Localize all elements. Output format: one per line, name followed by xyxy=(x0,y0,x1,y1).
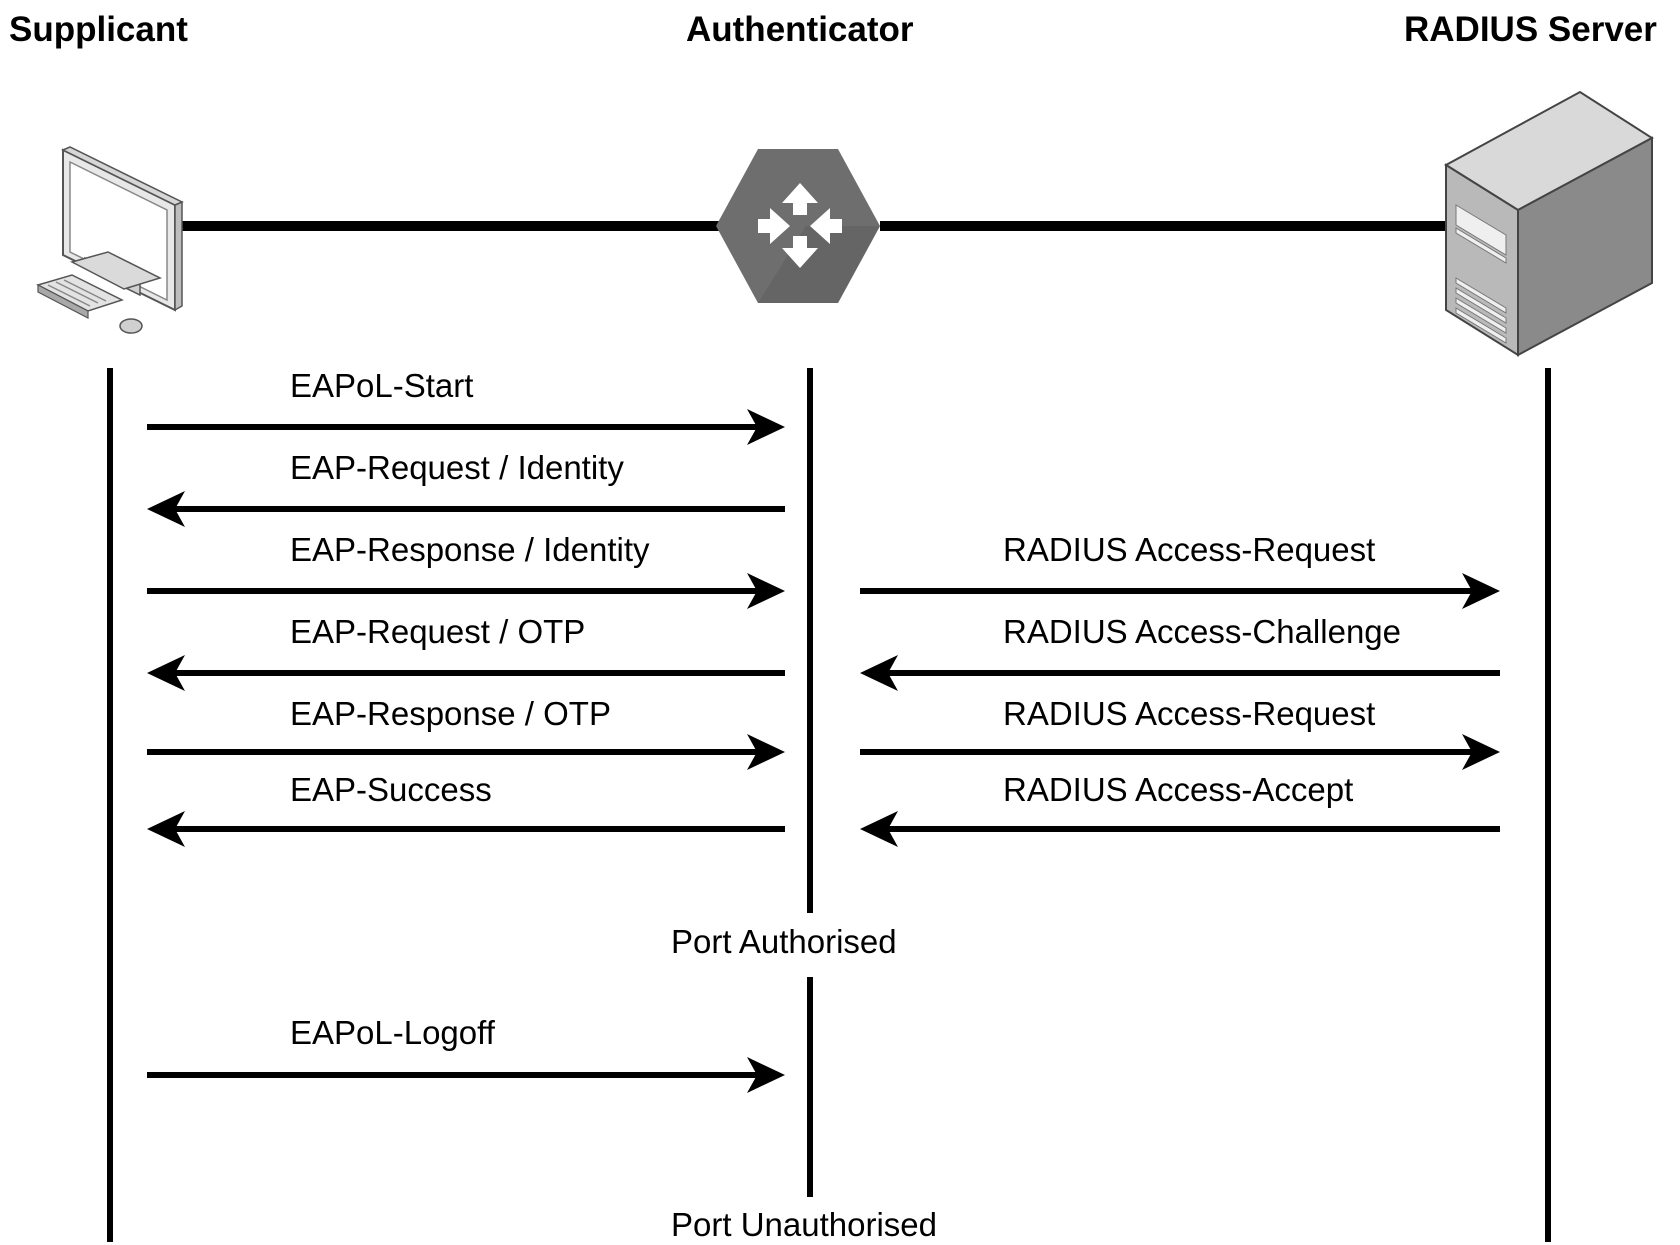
message-label: EAP-Request / Identity xyxy=(290,449,624,486)
message-label: RADIUS Access-Challenge xyxy=(1003,613,1401,650)
message-arrow xyxy=(860,811,1500,847)
message-arrows xyxy=(147,409,1500,1093)
message-label: EAP-Request / OTP xyxy=(290,613,586,650)
message-label: EAPoL-Start xyxy=(290,367,474,404)
server-tower-icon xyxy=(1444,90,1654,357)
message-arrow xyxy=(860,734,1500,770)
authenticator-title: Authenticator xyxy=(686,10,914,49)
message-label: EAPoL-Logoff xyxy=(290,1014,495,1051)
supplicant-title: Supplicant xyxy=(9,10,188,49)
message-arrow xyxy=(147,734,785,770)
message-label: RADIUS Access-Accept xyxy=(1003,771,1354,808)
radius-server-title: RADIUS Server xyxy=(1404,10,1657,49)
message-label: EAP-Response / Identity xyxy=(290,531,650,568)
router-icon xyxy=(716,149,880,303)
message-arrow xyxy=(147,655,785,691)
message-arrow xyxy=(860,655,1500,691)
port-unauthorised-state: Port Unauthorised xyxy=(671,1206,937,1243)
message-arrow xyxy=(147,491,785,527)
message-arrow xyxy=(147,1057,785,1093)
message-arrow xyxy=(860,573,1500,609)
message-arrow xyxy=(147,409,785,445)
message-arrow xyxy=(147,811,785,847)
message-label: EAP-Success xyxy=(290,771,492,808)
message-label: RADIUS Access-Request xyxy=(1003,531,1376,568)
message-label: EAP-Response / OTP xyxy=(290,695,611,732)
message-label: RADIUS Access-Request xyxy=(1003,695,1376,732)
desktop-computer-icon xyxy=(36,146,184,334)
message-arrow xyxy=(147,573,785,609)
port-authorised-state: Port Authorised xyxy=(671,923,897,960)
